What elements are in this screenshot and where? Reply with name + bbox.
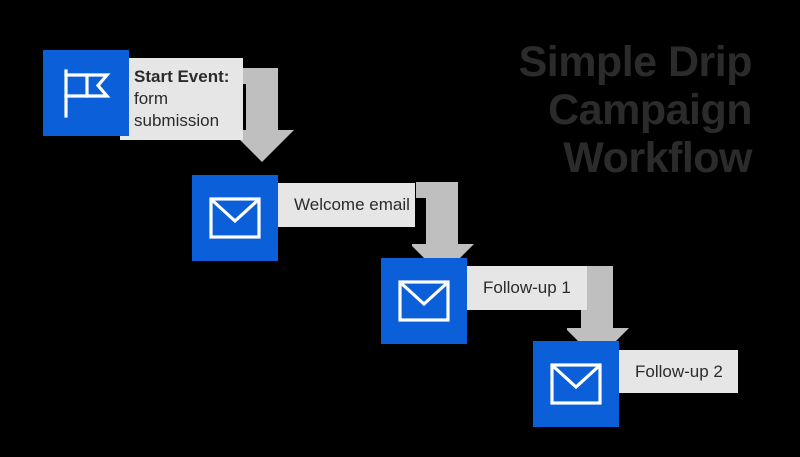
envelope-icon xyxy=(398,280,450,322)
start-event-label-line2: form xyxy=(134,89,168,108)
title-line-2: Campaign xyxy=(548,86,752,134)
envelope-icon xyxy=(550,363,602,405)
follow-up-1-label-box: Follow-up 1 xyxy=(467,266,587,310)
start-event-icon-box xyxy=(43,50,129,136)
envelope-icon xyxy=(209,197,261,239)
follow-up-2-label-box: Follow-up 2 xyxy=(619,350,738,393)
flag-icon xyxy=(64,69,111,118)
follow-up-2-label: Follow-up 2 xyxy=(635,361,723,381)
welcome-email-icon-box xyxy=(192,175,278,261)
connector-2 xyxy=(412,182,474,276)
connector-1 xyxy=(232,68,294,162)
title-line-1: Simple Drip xyxy=(518,38,753,86)
welcome-email-label-box: Welcome email xyxy=(278,183,415,227)
start-event-label-title: Start Event: xyxy=(134,67,230,86)
follow-up-2-icon-box xyxy=(533,341,619,427)
follow-up-1-icon-box xyxy=(381,258,467,344)
follow-up-1-label: Follow-up 1 xyxy=(483,278,571,297)
title-line-3: Workflow xyxy=(563,134,752,182)
page-title: Simple Drip Campaign Workflow xyxy=(422,38,753,182)
start-event-label-box: Start Event: form submission xyxy=(120,58,243,140)
welcome-email-label: Welcome email xyxy=(294,195,410,214)
start-event-label-line3: submission xyxy=(134,111,220,130)
